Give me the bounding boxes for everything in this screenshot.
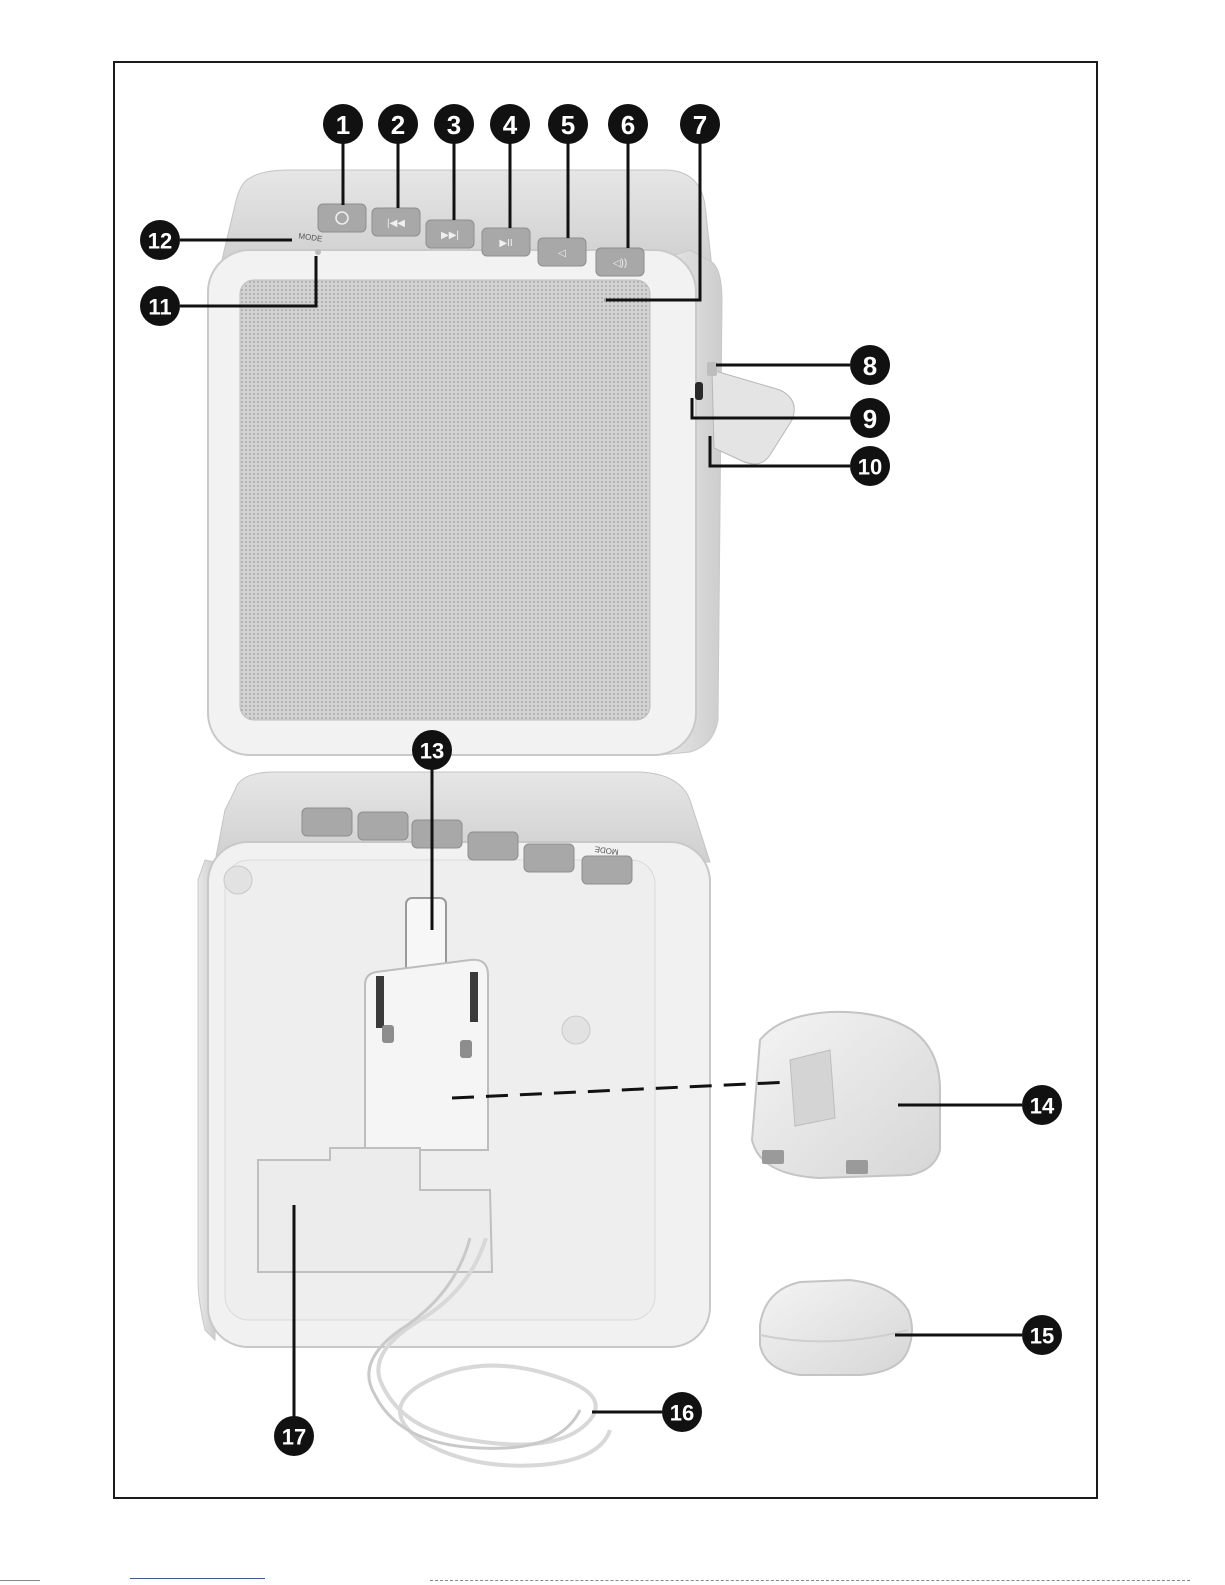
back-previous-button[interactable] bbox=[468, 832, 518, 860]
screw-cover-right bbox=[562, 1016, 590, 1044]
callout-10: 10 bbox=[850, 446, 890, 486]
next-button[interactable]: ▶▶| bbox=[426, 220, 474, 248]
svg-text:|◀◀: |◀◀ bbox=[387, 218, 405, 229]
callout-5: 5 bbox=[548, 104, 588, 144]
svg-text:◁)): ◁)) bbox=[613, 258, 627, 269]
power-button[interactable] bbox=[318, 204, 366, 232]
callout-11: 11 bbox=[140, 286, 180, 326]
callout-7: 7 bbox=[680, 104, 720, 144]
svg-text:1: 1 bbox=[336, 110, 350, 140]
aux-in-port[interactable] bbox=[695, 382, 703, 400]
svg-text:5: 5 bbox=[561, 110, 575, 140]
svg-text:17: 17 bbox=[282, 1425, 306, 1450]
back-volume-down-button[interactable] bbox=[358, 812, 408, 840]
svg-text:◁: ◁ bbox=[558, 248, 566, 259]
back-power-button[interactable] bbox=[582, 856, 632, 884]
back-volume-up-button[interactable] bbox=[302, 808, 352, 836]
svg-text:7: 7 bbox=[693, 110, 707, 140]
footer-link-underline bbox=[130, 1578, 265, 1579]
svg-text:14: 14 bbox=[1030, 1094, 1055, 1119]
svg-text:11: 11 bbox=[148, 295, 171, 320]
back-play-pause-button[interactable] bbox=[412, 820, 462, 848]
callout-15: 15 bbox=[1022, 1315, 1062, 1355]
uk-pin-right bbox=[846, 1160, 868, 1174]
plug-pin-left bbox=[382, 1025, 394, 1043]
footer-rule-left bbox=[0, 1580, 40, 1581]
plug-pin-right bbox=[460, 1040, 472, 1058]
eu-plug-adapter bbox=[760, 1280, 912, 1375]
svg-text:10: 10 bbox=[858, 455, 882, 480]
svg-text:9: 9 bbox=[863, 404, 877, 434]
svg-text:8: 8 bbox=[863, 351, 877, 381]
speaker-grille bbox=[240, 280, 650, 720]
uk-pin-left bbox=[762, 1150, 784, 1164]
back-next-button[interactable] bbox=[524, 844, 574, 872]
svg-text:▶▶|: ▶▶| bbox=[441, 230, 459, 241]
play-pause-button[interactable]: ▶II bbox=[482, 228, 530, 256]
callout-8: 8 bbox=[850, 345, 890, 385]
callout-3: 3 bbox=[434, 104, 474, 144]
callout-17: 17 bbox=[274, 1416, 314, 1456]
callout-2: 2 bbox=[378, 104, 418, 144]
front-speaker: |◀◀ ▶▶| ▶II ◁ ◁)) MODE bbox=[208, 170, 794, 755]
previous-button[interactable]: |◀◀ bbox=[372, 208, 420, 236]
callout-16: 16 bbox=[662, 1392, 702, 1432]
uk-plug-adapter bbox=[752, 1012, 940, 1178]
callout-12: 12 bbox=[140, 220, 180, 260]
usb-port[interactable] bbox=[707, 362, 717, 376]
svg-text:13: 13 bbox=[420, 739, 444, 764]
volume-down-button[interactable]: ◁ bbox=[538, 238, 586, 266]
svg-text:▶II: ▶II bbox=[499, 238, 512, 249]
back-speaker: MODE bbox=[198, 772, 710, 1347]
callout-14: 14 bbox=[1022, 1085, 1062, 1125]
callout-13: 13 bbox=[412, 730, 452, 770]
svg-text:15: 15 bbox=[1030, 1324, 1054, 1349]
callout-4: 4 bbox=[490, 104, 530, 144]
screw-cover-left bbox=[224, 866, 252, 894]
callout-9: 9 bbox=[850, 398, 890, 438]
svg-text:2: 2 bbox=[391, 110, 405, 140]
volume-up-button[interactable]: ◁)) bbox=[596, 248, 644, 276]
svg-text:12: 12 bbox=[148, 229, 172, 254]
svg-text:16: 16 bbox=[670, 1401, 694, 1426]
svg-text:4: 4 bbox=[503, 110, 518, 140]
callout-6: 6 bbox=[608, 104, 648, 144]
callout-1: 1 bbox=[323, 104, 363, 144]
svg-text:6: 6 bbox=[621, 110, 635, 140]
front-mode-indicator bbox=[315, 249, 321, 255]
svg-text:3: 3 bbox=[447, 110, 461, 140]
footer-rule-right bbox=[430, 1580, 1190, 1581]
